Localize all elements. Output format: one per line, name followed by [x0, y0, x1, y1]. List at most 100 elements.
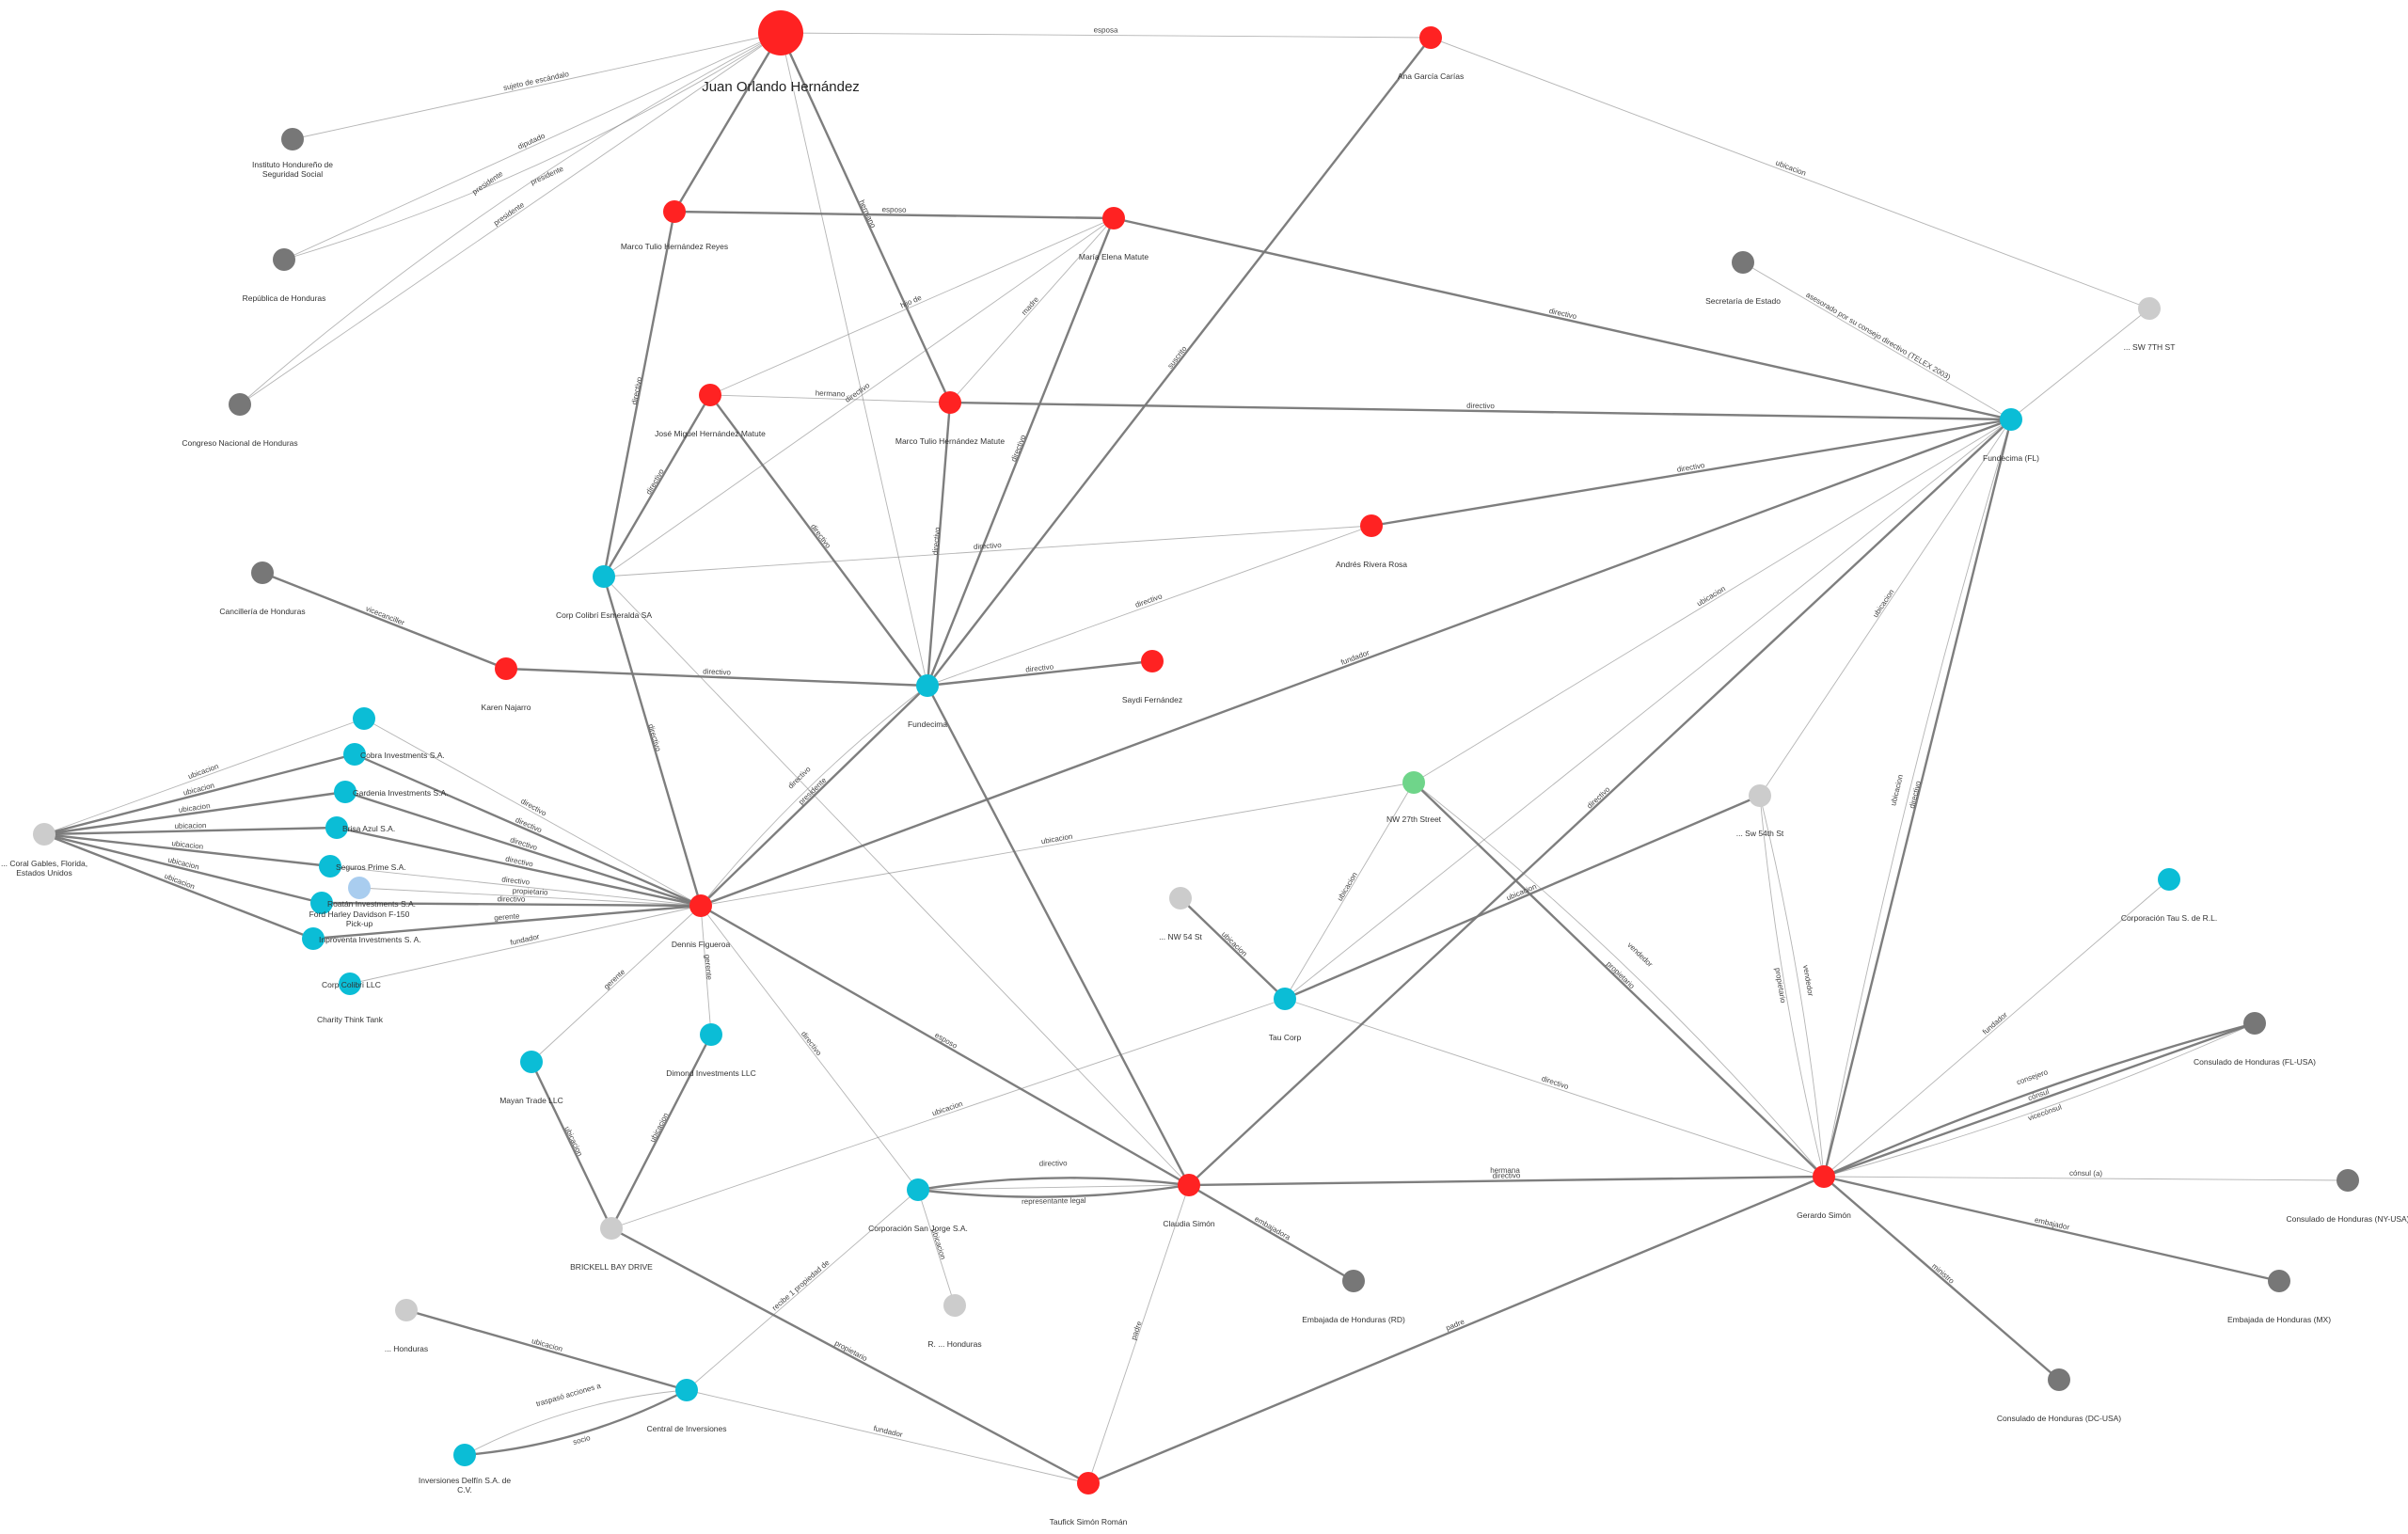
node-topc[interactable]: [353, 707, 375, 730]
node-cnh[interactable]: [229, 393, 251, 416]
node-circle[interactable]: [2158, 868, 2180, 891]
edge-joh-ana[interactable]: esposa: [780, 25, 1432, 39]
edge-corpce-dennis[interactable]: directivo: [602, 576, 703, 907]
edge-claudia-taufick[interactable]: padre: [1087, 1184, 1190, 1484]
node-circle[interactable]: [325, 816, 348, 839]
edge-central-delfin[interactable]: socio: [464, 1388, 688, 1457]
edge-fundfl-gerardo[interactable]: directivo: [1822, 419, 2013, 1178]
edge-mem-mthm[interactable]: madre: [949, 217, 1115, 403]
node-circle[interactable]: [1141, 650, 1164, 672]
node-taucorp[interactable]: [1274, 988, 1296, 1010]
node-gerardo[interactable]: [1813, 1165, 1835, 1188]
node-circle[interactable]: [689, 894, 712, 917]
node-circle[interactable]: [2268, 1270, 2290, 1292]
node-nw54[interactable]: [1169, 887, 1192, 909]
node-circle[interactable]: [1178, 1174, 1200, 1196]
edge-fundfl-nw27[interactable]: ubicacion: [1413, 419, 2012, 783]
node-roatan[interactable]: [310, 892, 333, 914]
edge-mthm-fund[interactable]: directivo: [926, 402, 952, 687]
node-canc[interactable]: [251, 561, 274, 584]
edge-brisa-dennis[interactable]: directivo: [336, 826, 702, 908]
node-rhon[interactable]: [943, 1294, 966, 1317]
edge-ana-sw7[interactable]: ubicacion: [1430, 37, 2150, 309]
node-hon[interactable]: [395, 1299, 418, 1321]
node-fund[interactable]: [916, 674, 939, 697]
edge-coral-brisa[interactable]: ubicacion: [43, 821, 338, 836]
edge-karen-fund[interactable]: directivo: [505, 667, 928, 688]
node-circle[interactable]: [939, 391, 961, 414]
edge-joh-mthr[interactable]: [673, 32, 783, 213]
edge-dennis-csj[interactable]: directivo: [700, 905, 919, 1191]
edge-mthr-mem[interactable]: esposo: [673, 205, 1115, 220]
node-circle[interactable]: [334, 781, 356, 803]
edge-hon-central[interactable]: ubicacion: [405, 1308, 688, 1392]
edge-mem-corpce[interactable]: directivo: [603, 217, 1115, 577]
node-fundfl[interactable]: [2000, 408, 2022, 431]
node-sw54[interactable]: [1749, 784, 1771, 807]
edge-topc-dennis[interactable]: directivo: [363, 718, 702, 907]
node-circle[interactable]: [229, 393, 251, 416]
node-circle[interactable]: [916, 674, 939, 697]
edge-ford-dennis[interactable]: propietario: [358, 887, 702, 907]
node-mthr[interactable]: [663, 200, 686, 223]
node-circle[interactable]: [1360, 514, 1383, 537]
edge-consfl-gerardo[interactable]: cónsul: [1823, 1021, 2256, 1178]
node-circle[interactable]: [319, 855, 341, 878]
edge-jmhm-corpce[interactable]: directivo: [602, 394, 712, 577]
node-circle[interactable]: [2048, 1368, 2070, 1391]
node-embrd[interactable]: [1342, 1270, 1365, 1292]
node-brisa[interactable]: [325, 816, 348, 839]
node-arr[interactable]: [1360, 514, 1383, 537]
node-circle[interactable]: [2138, 297, 2161, 320]
node-circle[interactable]: [310, 892, 333, 914]
node-circle[interactable]: [700, 1023, 722, 1046]
node-circle[interactable]: [353, 707, 375, 730]
node-cclc[interactable]: [339, 973, 361, 995]
edge-gerardo-consny[interactable]: cónsul (a): [1823, 1169, 2349, 1181]
edge-mthr-corpce[interactable]: directivo: [602, 211, 676, 577]
edge-sw54-taucorp[interactable]: ubicacion: [1284, 794, 1761, 1001]
node-circle[interactable]: [251, 561, 274, 584]
node-circle[interactable]: [33, 823, 55, 846]
edge-fundfl-claudia[interactable]: directivo: [1188, 419, 2012, 1186]
edge-mayan-brickell[interactable]: ubicacion: [530, 1061, 613, 1229]
node-circle[interactable]: [395, 1299, 418, 1321]
edge-mem-fundfl[interactable]: directivo: [1113, 216, 2012, 421]
node-rh[interactable]: [273, 248, 295, 271]
node-taufick[interactable]: [1077, 1472, 1100, 1494]
node-gardenia[interactable]: [334, 781, 356, 803]
node-circle[interactable]: [495, 657, 517, 680]
node-circle[interactable]: [1274, 988, 1296, 1010]
edge-ana-fund[interactable]: suscrito: [927, 37, 1432, 687]
edge-brickell-taufick[interactable]: propietario: [610, 1226, 1089, 1485]
node-circle[interactable]: [2000, 408, 2022, 431]
node-ana[interactable]: [1419, 26, 1442, 49]
node-circle[interactable]: [758, 10, 803, 55]
edge-arr-fundfl[interactable]: directivo: [1370, 418, 2012, 528]
node-circle[interactable]: [1749, 784, 1771, 807]
edge-coral-topc[interactable]: ubicacion: [43, 718, 365, 835]
edge-canc-karen[interactable]: vicecanciller: [261, 571, 507, 671]
node-ford[interactable]: [348, 877, 371, 899]
node-jmhm[interactable]: [699, 384, 721, 406]
node-circle[interactable]: [453, 1444, 476, 1466]
edge-claudia-embrd[interactable]: embajadora: [1188, 1183, 1354, 1283]
node-circle[interactable]: [699, 384, 721, 406]
edge-fund-claudia[interactable]: [926, 685, 1191, 1186]
edge-nw27-gerardo[interactable]: propietario: [1413, 782, 1825, 1178]
node-coral[interactable]: [33, 823, 55, 846]
node-circle[interactable]: [907, 1178, 929, 1201]
node-ctau[interactable]: [2158, 868, 2180, 891]
edge-inpro-dennis[interactable]: gerente: [312, 904, 702, 941]
edge-jmhm-mthm[interactable]: hermano: [709, 389, 951, 403]
node-circle[interactable]: [339, 973, 361, 995]
edge-mthm-fundfl[interactable]: directivo: [949, 402, 2012, 421]
node-circle[interactable]: [943, 1294, 966, 1317]
node-embmx[interactable]: [2268, 1270, 2290, 1292]
edge-nw54-taucorp[interactable]: ubicacion: [1180, 897, 1286, 1000]
node-sec[interactable]: [1732, 251, 1754, 274]
edge-taucorp-gerardo[interactable]: directivo: [1284, 998, 1825, 1178]
edge-sw7-taucorp[interactable]: [1284, 308, 2150, 1000]
edge-roatan-dennis[interactable]: directivo: [321, 894, 702, 908]
